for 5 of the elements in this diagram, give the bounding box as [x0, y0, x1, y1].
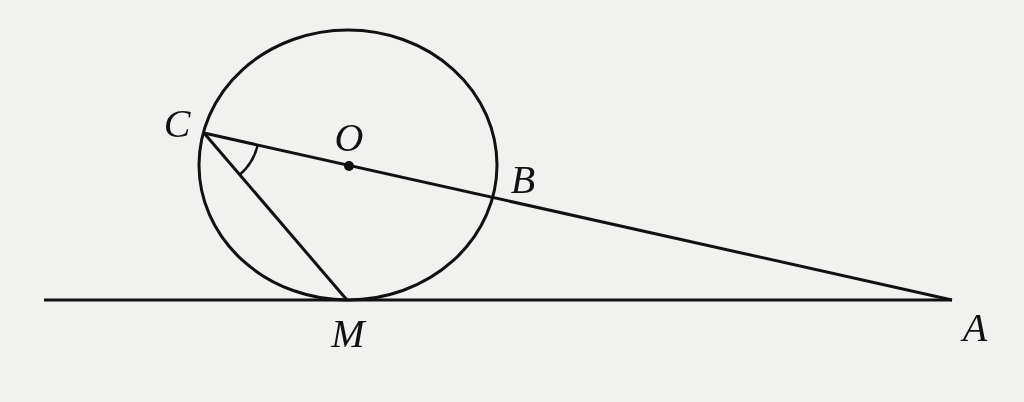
point-label: M — [331, 314, 365, 354]
point-label: C — [163, 104, 191, 144]
point-label: A — [962, 308, 988, 348]
point-label: B — [510, 160, 536, 200]
point-label: O — [334, 118, 364, 158]
